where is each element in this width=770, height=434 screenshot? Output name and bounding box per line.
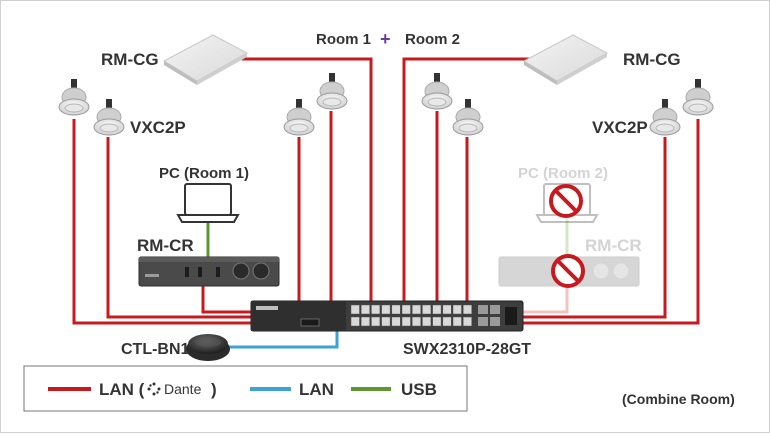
switch-port [391, 316, 401, 327]
switch-port [432, 316, 442, 327]
vxc2p-right-label: VXC2P [592, 118, 648, 137]
switch-port [381, 304, 391, 315]
legend-lan-dante-prefix: LAN ( [99, 380, 145, 399]
ctlbn1-label: CTL-BN1 [121, 341, 190, 358]
plus-sign: + [380, 29, 391, 49]
legend-lan-dante-suffix: ) [211, 380, 217, 399]
ceiling-speaker-icon [58, 79, 90, 116]
rmcg-right-label: RM-CG [623, 50, 681, 69]
room2-label: Room 2 [405, 31, 460, 48]
switch-port [381, 316, 391, 327]
room1-label: Room 1 [316, 31, 371, 48]
ceiling-speaker-icon [649, 99, 681, 136]
switch-port [452, 316, 462, 327]
legend-lan: LAN [299, 380, 334, 399]
switch-port [360, 316, 370, 327]
switch-port [442, 304, 452, 315]
switch-port [432, 304, 442, 315]
switch-port [462, 304, 472, 315]
legend-usb: USB [401, 380, 437, 399]
combine-room-label: (Combine Room) [622, 391, 735, 407]
rmcg-left-ceiling-panel-icon [162, 34, 249, 85]
ceiling-speaker-icon [93, 99, 125, 136]
switch-port [360, 304, 370, 315]
switch-port [462, 316, 472, 327]
lan-dante-cables [72, 57, 700, 325]
legend-dante-word: Dante [164, 381, 202, 397]
ceiling-speaker-icon [316, 73, 348, 110]
switch-label: SWX2310P-28GT [403, 341, 531, 358]
lan-cable-ctlbn1 [229, 329, 339, 349]
ceiling-speaker-icon [283, 99, 315, 136]
legend: LAN ( Dante ) LAN USB [23, 365, 468, 412]
switch-port [350, 316, 360, 327]
switch-port [371, 316, 381, 327]
switch-port [411, 316, 421, 327]
rmcr-left-label: RM-CR [137, 236, 194, 255]
switch-port [371, 304, 381, 315]
rmcg-left-label: RM-CG [101, 50, 159, 69]
pc-room2-label: PC (Room 2) [518, 165, 608, 182]
disabled-cable [523, 286, 569, 314]
switch-port [422, 304, 432, 315]
switch-port [391, 304, 401, 315]
rmcg-right-ceiling-panel-icon [522, 34, 609, 85]
switch-port [350, 304, 360, 315]
vxc2p-left-label: VXC2P [130, 118, 186, 137]
rmcr-left-processor-unit-icon [138, 256, 280, 287]
swx2310p-network-switch-icon [250, 300, 524, 332]
switch-port [442, 316, 452, 327]
ceiling-speaker-icon [682, 79, 714, 116]
dante-logo-icon [147, 382, 161, 396]
speakers [58, 73, 714, 136]
switch-port [411, 304, 421, 315]
pc-room1-laptop-icon [176, 183, 240, 223]
prohibited-icon [549, 184, 583, 218]
ceiling-speaker-icon [452, 99, 484, 136]
ceiling-speaker-icon [421, 73, 453, 110]
switch-port [452, 304, 462, 315]
switch-port [422, 316, 432, 327]
switch-port [401, 316, 411, 327]
switch-port [401, 304, 411, 315]
rmcr-right-label: RM-CR [585, 236, 642, 255]
pc-room1-label: PC (Room 1) [159, 165, 249, 182]
ctl-bn1-round-button-icon [186, 334, 230, 361]
prohibited-icon [551, 254, 585, 288]
